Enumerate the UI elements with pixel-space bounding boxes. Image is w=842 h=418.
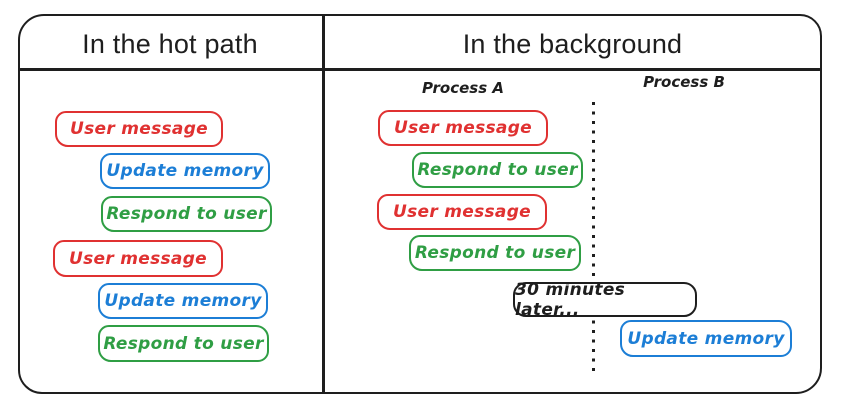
box-respond-to-user: Respond to user (412, 152, 583, 188)
lane-divider-dotted-line (592, 102, 595, 374)
background-panel-title: In the background (462, 29, 683, 59)
box-respond-to-user: Respond to user (98, 325, 269, 362)
box-user-message: User message (378, 110, 548, 146)
box-30-minutes-later: 30 minutes later... (513, 280, 697, 320)
box-user-message: User message (377, 194, 547, 230)
header-separator-line (19, 68, 821, 71)
process-a-lane-label: Process A (422, 79, 504, 97)
box-respond-to-user: Respond to user (409, 235, 581, 271)
box-user-message: User message (55, 111, 223, 147)
box-update-memory: Update memory (100, 153, 270, 189)
process-b-lane-label: Process B (643, 73, 725, 91)
box-update-memory: Update memory (620, 320, 792, 357)
box-update-memory: Update memory (98, 283, 268, 319)
box-respond-to-user: Respond to user (101, 196, 272, 232)
box-user-message: User message (53, 240, 223, 277)
hot-path-panel-title: In the hot path (82, 29, 258, 59)
panel-divider-line (322, 14, 325, 394)
